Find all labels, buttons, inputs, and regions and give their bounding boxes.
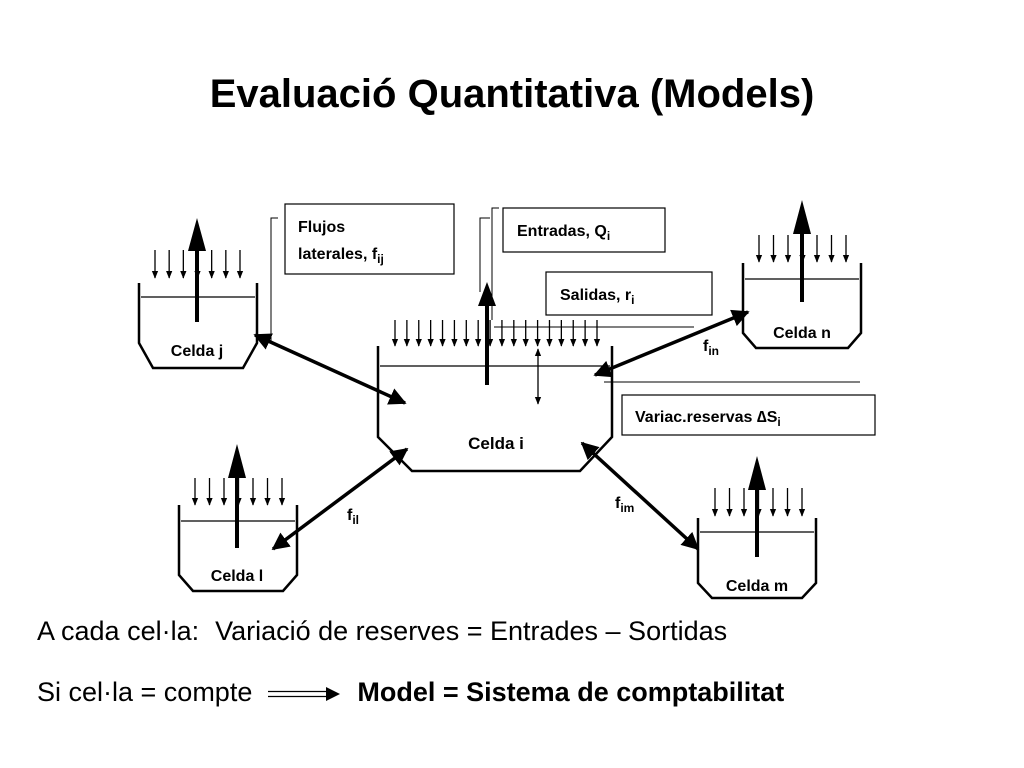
equation-line: A cada cel·la: Variació de reserves = Ent… — [37, 616, 727, 647]
cell-bottomright-label: Celda m — [726, 578, 788, 595]
label-box-salidas: Salidas, ri — [545, 271, 713, 316]
equation-prefix: A cada cel·la: — [37, 616, 200, 646]
page-title: Evaluació Quantitativa (Models) — [209, 72, 815, 116]
model-line: Si cel·la = compte Model = Sistema de co… — [37, 677, 784, 708]
flow-label-im: fim — [615, 495, 634, 515]
cell-center: Celda i — [376, 282, 614, 473]
equation-text: Variació de reserves = Entrades – Sortid… — [215, 616, 728, 646]
svg-text:Flujos: Flujos — [298, 219, 345, 236]
cell-bottomleft: Celda l — [177, 444, 299, 593]
cell-topleft-label: Celda j — [171, 343, 223, 360]
cell-flow-diagram: Celda i Celda j Celda n Celda l Celda m — [137, 200, 876, 600]
lateral-flow-arrows — [253, 309, 750, 551]
svg-text:laterales, fij: laterales, fij — [298, 246, 384, 266]
svg-text:Salidas, ri: Salidas, ri — [560, 287, 635, 307]
svg-text:Entradas, Qi: Entradas, Qi — [517, 223, 610, 243]
model-prefix: Si cel·la = compte — [37, 677, 253, 707]
cell-bottomleft-label: Celda l — [211, 568, 263, 585]
label-box-entradas: Entradas, Qi — [502, 207, 666, 253]
flow-label-in: fin — [703, 338, 719, 358]
cell-center-label: Celda i — [468, 434, 524, 453]
double-arrow-icon — [260, 684, 350, 704]
cell-topright-label: Celda n — [773, 325, 831, 342]
model-statement: Model = Sistema de comptabilitat — [357, 677, 785, 707]
flow-label-il: fil — [347, 507, 359, 527]
svg-text:Variac.reservas ∆Si: Variac.reservas ∆Si — [635, 409, 781, 429]
label-box-variac: Variac.reservas ∆Si — [621, 394, 876, 436]
cell-topleft: Celda j — [137, 218, 259, 370]
cell-bottomright: Celda m — [696, 456, 818, 600]
label-box-flujos: Flujos laterales, fij — [284, 203, 455, 275]
cell-topright: Celda n — [741, 200, 863, 350]
